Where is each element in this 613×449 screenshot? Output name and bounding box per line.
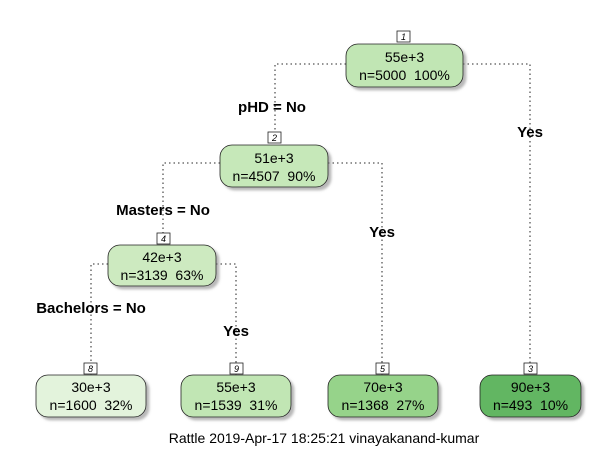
node-id-box [396, 30, 411, 43]
edge-1-3 [463, 63, 531, 375]
edge-4-8 [90, 263, 108, 375]
node-stats: n=3139 63% [121, 267, 204, 283]
node-box [345, 43, 464, 88]
node-stats: n=5000 100% [359, 67, 450, 83]
split-label-masters-yes: Yes [369, 224, 395, 241]
tree-node-2: 2 51e+3 n=4507 90% [219, 131, 329, 188]
node-id-box [523, 362, 538, 375]
node-box [219, 144, 329, 188]
node-value: 70e+3 [363, 379, 403, 395]
node-id-box [229, 362, 244, 375]
node-id-box [83, 362, 98, 375]
node-value: 55e+3 [385, 49, 425, 65]
node-value: 55e+3 [216, 379, 256, 395]
node-id-label: 8 [88, 364, 93, 374]
split-label-masters-no: Masters = No [116, 202, 210, 219]
node-id-label: 5 [380, 364, 386, 374]
node-id-label: 2 [271, 133, 277, 143]
tree-node-3: 3 90e+3 n=493 10% [479, 362, 582, 418]
edge-2-4 [162, 162, 220, 245]
node-stats: n=493 10% [493, 397, 568, 413]
tree-node-8: 8 30e+3 n=1600 32% [35, 362, 147, 418]
node-stats: n=1368 27% [342, 397, 425, 413]
node-id-label: 3 [528, 364, 533, 374]
split-label-phd-yes: Yes [517, 124, 543, 141]
node-box [327, 374, 439, 418]
split-label-phd-no: pHD = No [238, 99, 306, 116]
node-id-label: 4 [161, 234, 166, 244]
split-label-bachelors-yes: Yes [223, 323, 249, 340]
node-id-box [375, 362, 390, 375]
tree-node-9: 9 55e+3 n=1539 31% [180, 362, 292, 418]
node-value: 90e+3 [511, 379, 551, 395]
node-id-box [156, 232, 171, 245]
edge-1-2 [274, 63, 346, 145]
node-value: 30e+3 [71, 379, 111, 395]
node-value: 51e+3 [254, 150, 294, 166]
node-id-box [267, 131, 282, 144]
tree-edges [90, 63, 531, 375]
node-stats: n=1600 32% [50, 397, 133, 413]
node-id-label: 9 [234, 364, 239, 374]
node-stats: n=1539 31% [195, 397, 278, 413]
node-box [180, 374, 292, 418]
split-labels: pHD = No Yes Masters = No Yes Bachelors … [36, 99, 543, 340]
node-box [479, 374, 582, 418]
node-stats: n=4507 90% [233, 168, 316, 184]
tree-node-4: 4 42e+3 n=3139 63% [107, 232, 217, 287]
edge-2-5 [328, 162, 383, 375]
edge-4-9 [216, 263, 237, 375]
node-value: 42e+3 [142, 249, 182, 265]
node-box [35, 374, 147, 418]
footer-caption: Rattle 2019-Apr-17 18:25:21 vinayakanand… [169, 430, 480, 446]
node-id-label: 1 [401, 32, 406, 42]
split-label-bachelors-no: Bachelors = No [36, 300, 146, 317]
tree-node-5: 5 70e+3 n=1368 27% [327, 362, 439, 418]
node-box [107, 244, 217, 287]
tree-node-1: 1 55e+3 n=5000 100% [345, 30, 464, 88]
